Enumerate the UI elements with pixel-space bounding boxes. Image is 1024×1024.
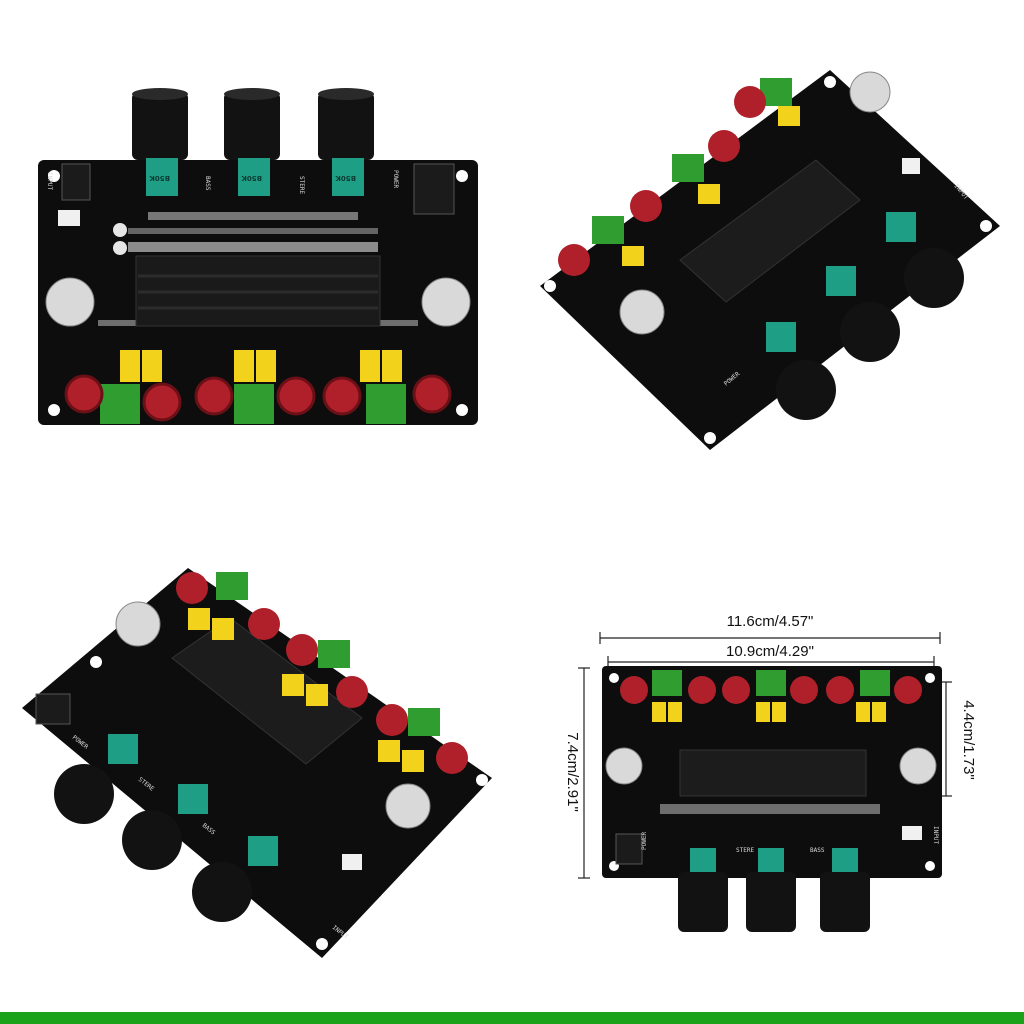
dim-hole-width: 10.9cm/4.29"	[726, 643, 814, 660]
knob	[122, 784, 208, 870]
knob	[826, 266, 900, 362]
heatsink	[171, 617, 363, 765]
output-channel	[322, 350, 452, 424]
knob	[746, 848, 796, 932]
silk-input: INPUT	[46, 172, 53, 190]
pcb	[22, 568, 492, 958]
board-photo-angled-right: POWER INPUT	[530, 50, 1010, 460]
output-channel	[64, 350, 182, 424]
knob	[678, 848, 728, 932]
mount-hole	[316, 938, 328, 950]
knob	[54, 734, 138, 824]
pot-label: B50K	[149, 174, 170, 182]
knob: B50K	[132, 88, 188, 196]
silk-bass: BASS	[810, 847, 825, 854]
mount-hole	[456, 404, 468, 416]
dim-overall-width: 11.6cm/4.57"	[727, 613, 814, 630]
mount-hole	[456, 170, 468, 182]
output-channel	[620, 670, 716, 722]
connector	[58, 210, 80, 226]
output-channel	[194, 350, 316, 424]
mount-hole	[90, 656, 102, 668]
pot-label: B50K	[335, 174, 356, 182]
filter-capacitor	[385, 783, 431, 829]
board-angled-left-svg: POWER STERE BASS INPUT	[22, 568, 492, 958]
board-dimension-view: 11.6cm/4.57" 10.9cm/4.29" 7.4cm/2.91" 4.…	[540, 600, 1020, 940]
filter-capacitor	[849, 71, 891, 113]
knob: B50K	[224, 88, 280, 196]
board-photo-front: B50K B50K B50K INPUT BASS STERE POWER	[28, 80, 488, 440]
dim-overall-height: 7.4cm/2.91"	[564, 732, 581, 812]
mount-hole	[476, 774, 488, 786]
mount-hole	[48, 404, 60, 416]
filter-capacitor	[619, 289, 665, 335]
power-jack	[413, 163, 455, 215]
knob	[192, 836, 278, 922]
accent-bar	[0, 1012, 1024, 1024]
board-photo-angled-left: POWER STERE BASS INPUT	[12, 558, 502, 978]
connector	[342, 854, 362, 870]
connector	[902, 826, 922, 840]
filter-capacitor	[421, 277, 471, 327]
mount-hole	[925, 673, 935, 683]
output-channel	[826, 670, 922, 722]
mount-hole	[544, 280, 556, 292]
heatsink	[679, 159, 861, 303]
silk-stere: STERE	[298, 176, 305, 194]
dimension-svg: 11.6cm/4.57" 10.9cm/4.29" 7.4cm/2.91" 4.…	[564, 613, 977, 932]
mount-hole	[824, 76, 836, 88]
mount-hole	[609, 673, 619, 683]
board-front-svg: B50K B50K B50K INPUT BASS STERE POWER	[38, 88, 478, 425]
small-capacitor	[113, 223, 127, 237]
silk-power: POWER	[392, 170, 399, 188]
knob	[886, 212, 964, 308]
silk-stere: STERE	[736, 847, 754, 854]
filter-capacitor	[899, 747, 937, 785]
output-row	[558, 78, 800, 276]
small-capacitor	[113, 241, 127, 255]
heatsink	[679, 749, 867, 797]
filter-capacitor	[115, 601, 161, 647]
smd-components	[660, 804, 880, 814]
board-angled-right-svg: POWER INPUT	[540, 70, 1000, 450]
filter-capacitor	[45, 277, 95, 327]
power-jack	[35, 693, 71, 725]
mount-hole	[925, 861, 935, 871]
knob: B50K	[318, 88, 374, 196]
power-jack	[615, 833, 643, 865]
audio-jack	[61, 163, 91, 201]
silk-input: INPUT	[932, 826, 939, 844]
silk-bass: BASS	[204, 176, 211, 191]
dim-hole-height: 4.4cm/1.73"	[960, 700, 977, 780]
pot-label: B50K	[241, 174, 262, 182]
mount-hole	[48, 170, 60, 182]
output-row	[176, 572, 468, 774]
mount-hole	[980, 220, 992, 232]
silk-power: POWER	[641, 832, 648, 850]
filter-capacitor	[605, 747, 643, 785]
mount-hole	[704, 432, 716, 444]
knob	[820, 848, 870, 932]
knob	[766, 322, 836, 420]
connector	[902, 158, 920, 174]
output-channel	[722, 670, 818, 722]
